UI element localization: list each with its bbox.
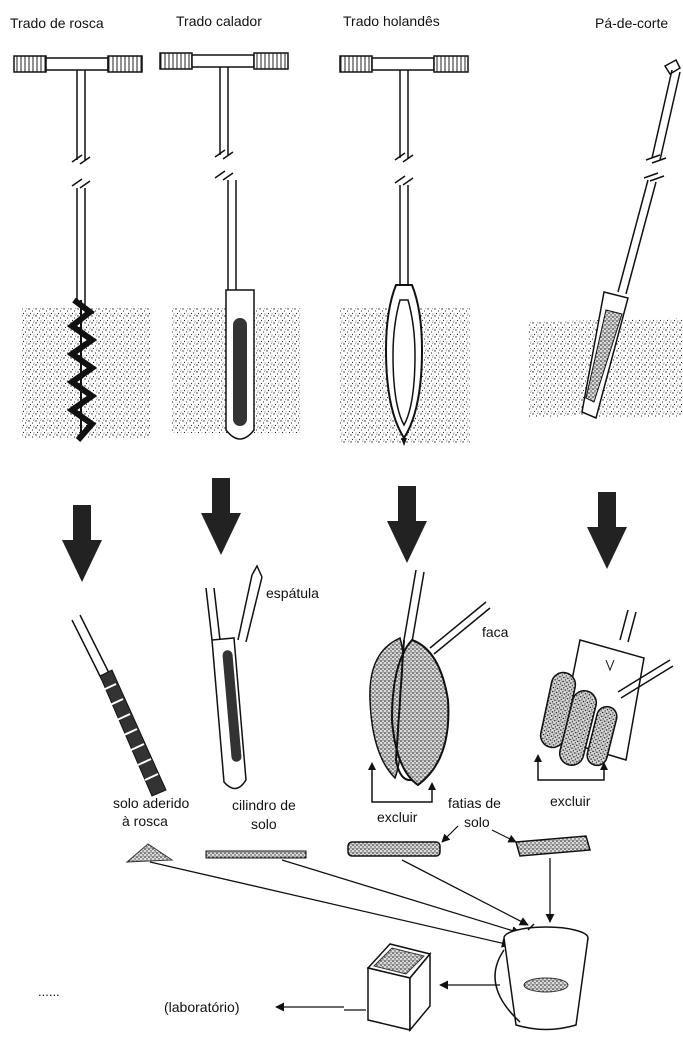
bucket-icon [495,924,588,1030]
title-trado-calador: Trado calador [176,13,262,29]
label-solo-fatias: solo [464,814,490,830]
tool-pa-de-corte [528,60,683,418]
probe-with-soil-cylinder [206,566,262,789]
ellipsis-dots: ...... [38,984,60,999]
soil-slice-2 [516,836,590,856]
spade-with-soil-slices [534,610,673,780]
auger-with-adhered-soil [72,615,166,796]
soil-slice-1 [348,842,440,856]
soil-cylinder-sample [206,851,306,858]
tool-trado-de-rosca [14,56,150,440]
flow-arrow-holandes [402,860,528,925]
pointer-fatias-right [492,830,516,842]
label-a-rosca: à rosca [122,813,168,829]
sample-box-icon [344,944,430,1030]
down-arrow-1 [62,505,102,582]
label-faca: faca [482,624,509,640]
adhered-soil-pile [127,844,172,862]
tool-trado-calador [160,53,300,439]
title-trado-holandes: Trado holandês [343,13,440,29]
title-pa-de-corte: Pá-de-corte [595,15,668,31]
down-arrow-4 [587,492,627,569]
down-arrow-3 [387,486,427,563]
label-excluir-1: excluir [377,809,418,825]
label-solo-cilindro: solo [251,816,277,832]
pointer-fatias-left [442,826,458,842]
label-excluir-2: excluir [550,793,591,809]
label-cilindro-de: cilindro de [232,797,296,813]
label-solo-aderido: solo aderido [113,795,189,811]
tool-trado-holandes [340,56,470,446]
down-arrow-2 [201,478,241,555]
flow-arrow-calador [282,860,520,933]
label-laboratorio: (laboratório) [164,999,239,1015]
label-fatias-de: fatias de [448,795,501,811]
title-trado-de-rosca: Trado de rosca [10,15,104,31]
label-espatula: espátula [266,585,319,601]
dutch-auger-opened [368,570,490,802]
